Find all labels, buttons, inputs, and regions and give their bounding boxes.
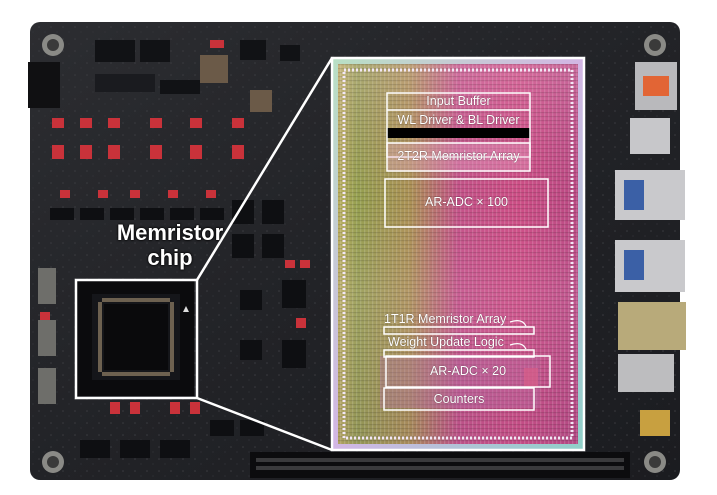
zoom-lines [74,56,586,452]
memristor-die-zoom [332,58,584,450]
input-buffer-label: Input Buffer [426,94,491,108]
memristor-chip-label: Memristor chip [100,222,240,269]
block-outlines [383,92,551,411]
array-1t1r-label: 1T1R Memristor Array [384,312,507,326]
right-connectors [615,62,686,436]
chip-socket [76,280,194,396]
counters-label: Counters [433,392,485,406]
wl-bl-driver-label: WL Driver & BL Driver [397,113,520,127]
red-connectors [40,40,310,414]
mounting-holes [42,34,666,473]
adc-100-label: AR-ADC × 100 [424,195,509,209]
small-ics [50,200,306,458]
adc-20-label: AR-ADC × 20 [429,364,507,378]
chip-label-line1: Memristor [116,220,224,245]
top-components [95,40,300,112]
power-jack [28,62,60,108]
weight-update-label: Weight Update Logic [388,335,504,349]
chip-label-line2: chip [147,245,193,270]
array-2t2r-label: 2T2R Memristor Array [397,149,520,163]
left-headers [38,268,56,404]
pointer-hooks [509,320,527,350]
bottom-header [250,452,630,478]
